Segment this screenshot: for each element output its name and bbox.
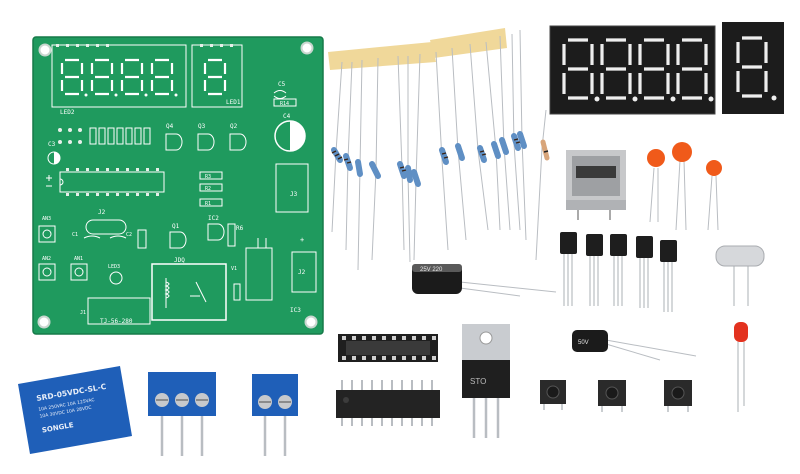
- screw-terminal-2pin: [252, 374, 298, 456]
- seven-segment-display-4digit: [549, 25, 716, 115]
- label-r3: R3: [205, 174, 211, 180]
- label-jdq: JDQ: [174, 257, 185, 264]
- pcb-4digit-silkscreen: [60, 58, 174, 96]
- red-led: [734, 322, 748, 412]
- tactile-switches: [540, 380, 692, 412]
- label-led2: LED2: [60, 109, 75, 116]
- ic-socket: [338, 334, 438, 362]
- label-v1: V1: [231, 266, 237, 272]
- label-an2: AN2: [42, 256, 51, 262]
- label-led1: LED1: [226, 99, 241, 106]
- cap-large-label: 25V 220: [420, 267, 443, 273]
- label-c1: C1: [72, 232, 78, 238]
- regulator-marking: STO: [470, 377, 486, 386]
- label-j3: J3: [290, 191, 298, 198]
- cap-small-label: 50V: [578, 340, 589, 346]
- label-c5: C5: [278, 81, 286, 88]
- ceramic-capacitors: [647, 142, 722, 231]
- pcb-board: LED2 LED1 C5 R14 C4 Q4 Q3 Q2: [32, 36, 324, 335]
- label-r2: R2: [205, 186, 211, 192]
- label-an1: AN1: [74, 256, 83, 262]
- label-j2b: J2: [298, 269, 306, 276]
- label-r1: R1: [205, 201, 211, 207]
- label-ic3: IC3: [290, 307, 301, 314]
- label-q4: Q4: [166, 123, 174, 130]
- label-led3: LED3: [108, 264, 120, 270]
- label-an3: AN3: [42, 216, 51, 222]
- label-c4: C4: [283, 113, 291, 120]
- electrolytic-capacitor-large: 25V 220: [412, 264, 557, 297]
- label-r14: R14: [280, 101, 289, 107]
- label-q1: Q1: [172, 223, 180, 230]
- screw-terminal-3pin: [148, 372, 216, 456]
- relay: SRD-05VDC-SL-C 10A 250VAC 10A 125VAC 10A…: [18, 366, 132, 454]
- voltage-regulator: STO: [462, 324, 510, 438]
- resistor-bandolier: [328, 28, 550, 271]
- microcontroller-ic: [336, 380, 440, 426]
- board-model: TJ-56-280: [100, 318, 133, 325]
- seven-segment-display-1digit: [722, 22, 784, 114]
- label-q2: Q2: [230, 123, 238, 130]
- electrolytic-capacitor-small: 50V: [572, 330, 697, 361]
- usb-socket: [566, 150, 626, 220]
- label-ic2: IC2: [208, 215, 219, 222]
- transistors: [560, 232, 677, 312]
- label-j1: J1: [80, 310, 86, 316]
- crystal-oscillator: [715, 245, 765, 306]
- svg-text:+: +: [300, 236, 304, 244]
- label-c2: C2: [126, 232, 132, 238]
- label-c3: C3: [48, 141, 56, 148]
- label-j2: J2: [98, 209, 106, 216]
- label-r6: R6: [236, 225, 244, 232]
- label-q3: Q3: [198, 123, 206, 130]
